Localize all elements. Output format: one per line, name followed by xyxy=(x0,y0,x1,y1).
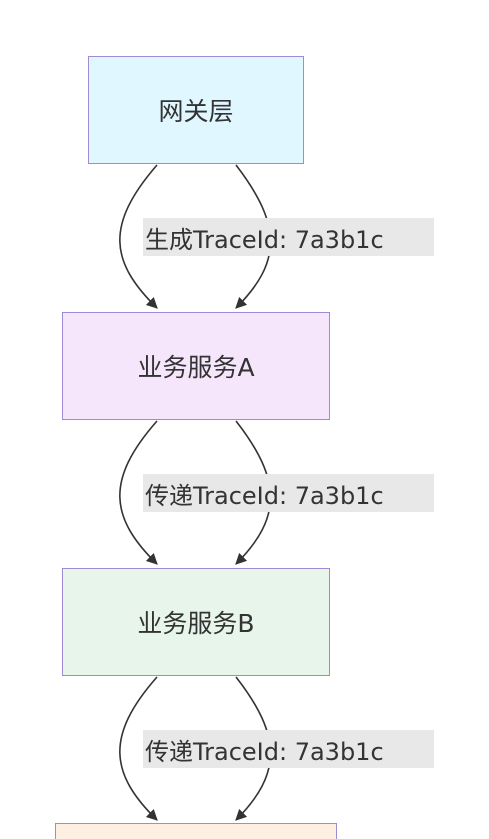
node-gateway-layer-label: 网关层 xyxy=(158,97,234,126)
node-gateway-layer: 网关层 xyxy=(88,56,304,164)
edge-3-left-arrow xyxy=(119,676,158,821)
node-service-b: 业务服务B xyxy=(62,568,330,676)
node-service-a-label: 业务服务A xyxy=(137,353,255,382)
edge-2-label: 传递TraceId: 7a3b1c xyxy=(143,474,434,512)
edge-2-left-arrow xyxy=(119,420,158,565)
node-downstream-partial xyxy=(55,823,337,839)
node-service-a: 业务服务A xyxy=(62,312,330,420)
node-service-b-label: 业务服务B xyxy=(137,609,255,638)
edge-1-left-arrow xyxy=(119,164,158,309)
edge-1-label: 生成TraceId: 7a3b1c xyxy=(143,218,434,256)
edge-3-label: 传递TraceId: 7a3b1c xyxy=(143,730,434,768)
